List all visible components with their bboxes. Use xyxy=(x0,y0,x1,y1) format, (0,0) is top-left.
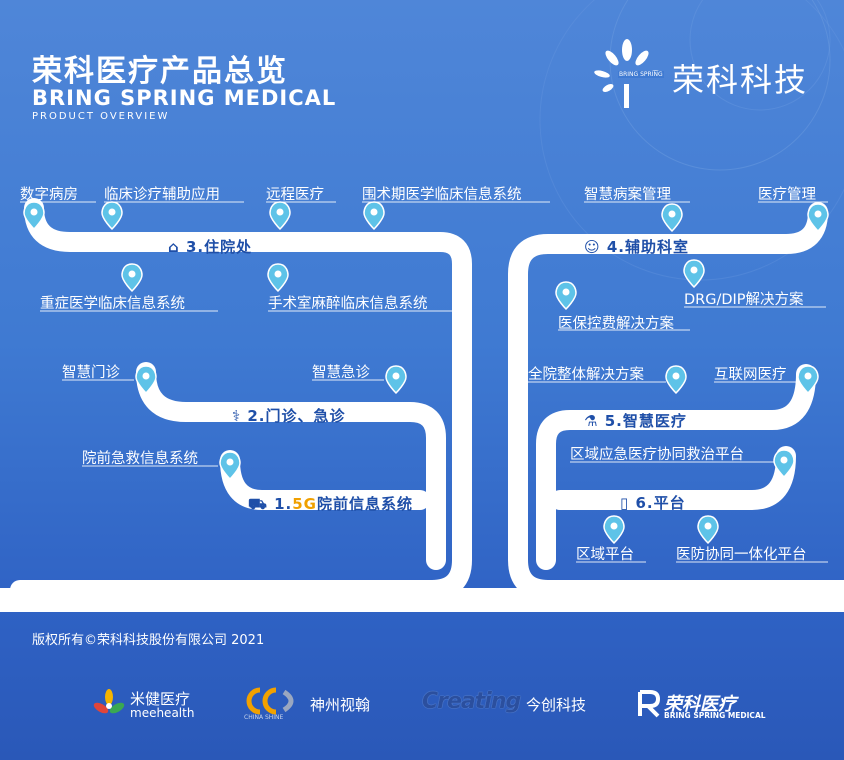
node-whole-hospital[interactable]: 全院整体解决方案 xyxy=(528,367,644,383)
section-6-label: ▯ 6.平台 xyxy=(620,494,686,512)
pin-icon xyxy=(385,365,407,394)
brand-logo-tag: BRING SPRING xyxy=(618,71,664,78)
pin-icon xyxy=(603,515,625,544)
creating-logo-icon: Creating xyxy=(422,689,521,714)
section-5-label: ⚗ 5.智慧医疗 xyxy=(584,412,687,430)
pin-icon xyxy=(665,365,687,394)
node-smart-emergency[interactable]: 智慧急诊 xyxy=(312,365,370,381)
page-subtitle: PRODUCT OVERVIEW xyxy=(32,111,170,122)
section-2-label: ⚕ 2.门诊、急诊 xyxy=(232,407,346,425)
node-perioperative[interactable]: 围术期医学临床信息系统 xyxy=(362,187,522,203)
partner-chinashine-en: CHINA SHINE xyxy=(244,714,284,721)
pin-icon xyxy=(269,201,291,230)
pin-icon xyxy=(135,365,157,394)
partner-chinashine-cn: 神州视翰 xyxy=(310,696,371,714)
partner-creating-cn: 今创科技 xyxy=(526,696,587,714)
home-icon: ⌂ xyxy=(168,238,180,256)
chinashine-logo-icon xyxy=(246,687,294,715)
partner-bringspring-cn: 荣科医疗 xyxy=(664,694,736,715)
pin-icon xyxy=(219,451,241,480)
pin-icon xyxy=(363,201,385,230)
node-insurance-control[interactable]: 医保控费解决方案 xyxy=(558,316,674,332)
bringspring-flower-logo-icon xyxy=(594,39,660,108)
ambulance-icon: ⛟ xyxy=(248,495,268,513)
node-digital-ward[interactable]: 数字病房 xyxy=(20,187,78,203)
partner-creating-en: Creating xyxy=(422,689,521,714)
pin-icon xyxy=(773,449,795,478)
node-telemedicine[interactable]: 远程医疗 xyxy=(266,187,324,203)
document-icon: ▯ xyxy=(620,494,630,512)
section-3-label: ⌂ 3.住院处 xyxy=(168,238,253,256)
pin-icon xyxy=(121,263,143,292)
pin-icon xyxy=(807,203,829,232)
pin-icon xyxy=(661,203,683,232)
page-title-english: BRING SPRING MEDICAL xyxy=(32,86,337,110)
stethoscope-icon: ⚕ xyxy=(232,407,242,425)
node-internet-medical[interactable]: 互联网医疗 xyxy=(714,367,787,383)
copyright-text: 版权所有©荣科科技股份有限公司 2021 xyxy=(32,633,265,648)
pin-icon xyxy=(23,201,45,230)
node-regional-platform[interactable]: 区域平台 xyxy=(576,547,634,563)
pin-icon xyxy=(697,515,719,544)
pin-icon xyxy=(267,263,289,292)
section-4-label: ☺ 4.辅助科室 xyxy=(584,238,690,256)
node-regional-emergency[interactable]: 区域应急医疗协同救治平台 xyxy=(570,447,744,463)
microscope-icon: ⚗ xyxy=(584,412,599,430)
node-smart-outpatient[interactable]: 智慧门诊 xyxy=(62,365,120,381)
bringspring-logo-icon xyxy=(638,690,661,718)
page-title: 荣科医疗产品总览 xyxy=(32,54,288,89)
pin-icon xyxy=(555,281,577,310)
node-prehospital[interactable]: 院前急救信息系统 xyxy=(82,451,198,467)
partner-bringspring-en: BRING SPRING MEDICAL xyxy=(664,711,766,720)
node-icu-system[interactable]: 重症医学临床信息系统 xyxy=(40,296,185,312)
node-clinical-assist[interactable]: 临床诊疗辅助应用 xyxy=(104,187,220,203)
node-prevention-platform[interactable]: 医防协同一体化平台 xyxy=(676,547,807,563)
node-drg-dip[interactable]: DRG/DIP解决方案 xyxy=(684,292,804,308)
pin-icon xyxy=(797,365,819,394)
section-1-label: ⛟ 1.5G院前信息系统 xyxy=(248,495,414,513)
partner-meehealth-en: meehealth xyxy=(130,706,195,720)
pin-icon xyxy=(683,259,705,288)
doctor-icon: ☺ xyxy=(584,238,601,256)
brand-name: 荣科科技 xyxy=(672,61,809,99)
pin-icon xyxy=(101,201,123,230)
node-smart-records[interactable]: 智慧病案管理 xyxy=(584,187,671,203)
partner-meehealth-cn: 米健医疗 xyxy=(130,690,191,708)
node-anesthesia-system[interactable]: 手术室麻醉临床信息系统 xyxy=(268,296,428,312)
meehealth-logo-icon xyxy=(93,689,125,714)
node-medical-management[interactable]: 医疗管理 xyxy=(758,187,816,203)
